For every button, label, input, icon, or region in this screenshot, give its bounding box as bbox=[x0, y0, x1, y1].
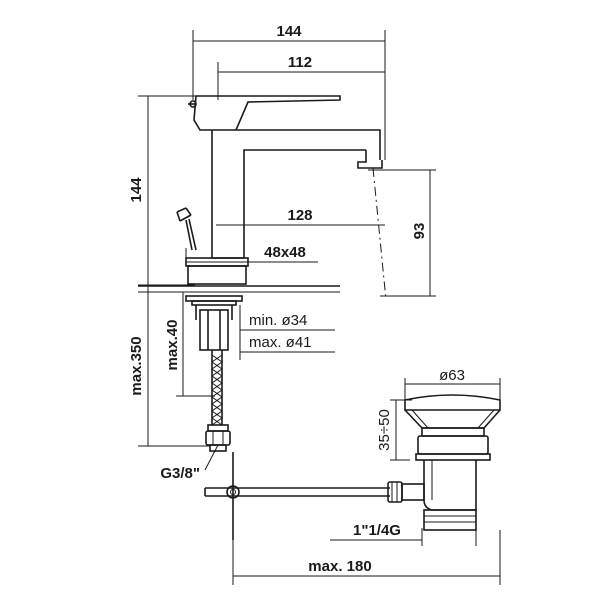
dim-waste-thread: 1"1/4G bbox=[353, 522, 401, 539]
dim-waste-height: 35÷50 bbox=[376, 409, 393, 451]
popup-rod bbox=[204, 452, 390, 540]
dim-deck-max: max.40 bbox=[164, 320, 181, 371]
label-hole-max: max. ø41 bbox=[249, 334, 312, 351]
dim-handle-to-spout: 112 bbox=[288, 54, 312, 71]
label-connection: G3/8" bbox=[160, 465, 200, 482]
dim-base-size: 48x48 bbox=[264, 244, 306, 261]
dim-hose-length: max.350 bbox=[128, 336, 145, 395]
waste-fitting bbox=[387, 394, 501, 531]
dim-height: 144 bbox=[128, 177, 145, 203]
dim-overall-width: 144 bbox=[276, 23, 302, 40]
dim-waste-diameter: ø63 bbox=[439, 367, 465, 384]
dim-spout-height: 93 bbox=[411, 223, 428, 240]
label-hole-min: min. ø34 bbox=[249, 312, 307, 329]
dimension-lines bbox=[138, 30, 501, 585]
dim-rod-length: max. 180 bbox=[308, 558, 371, 575]
dim-reach: 128 bbox=[287, 207, 312, 224]
faucet-body bbox=[138, 95, 387, 452]
